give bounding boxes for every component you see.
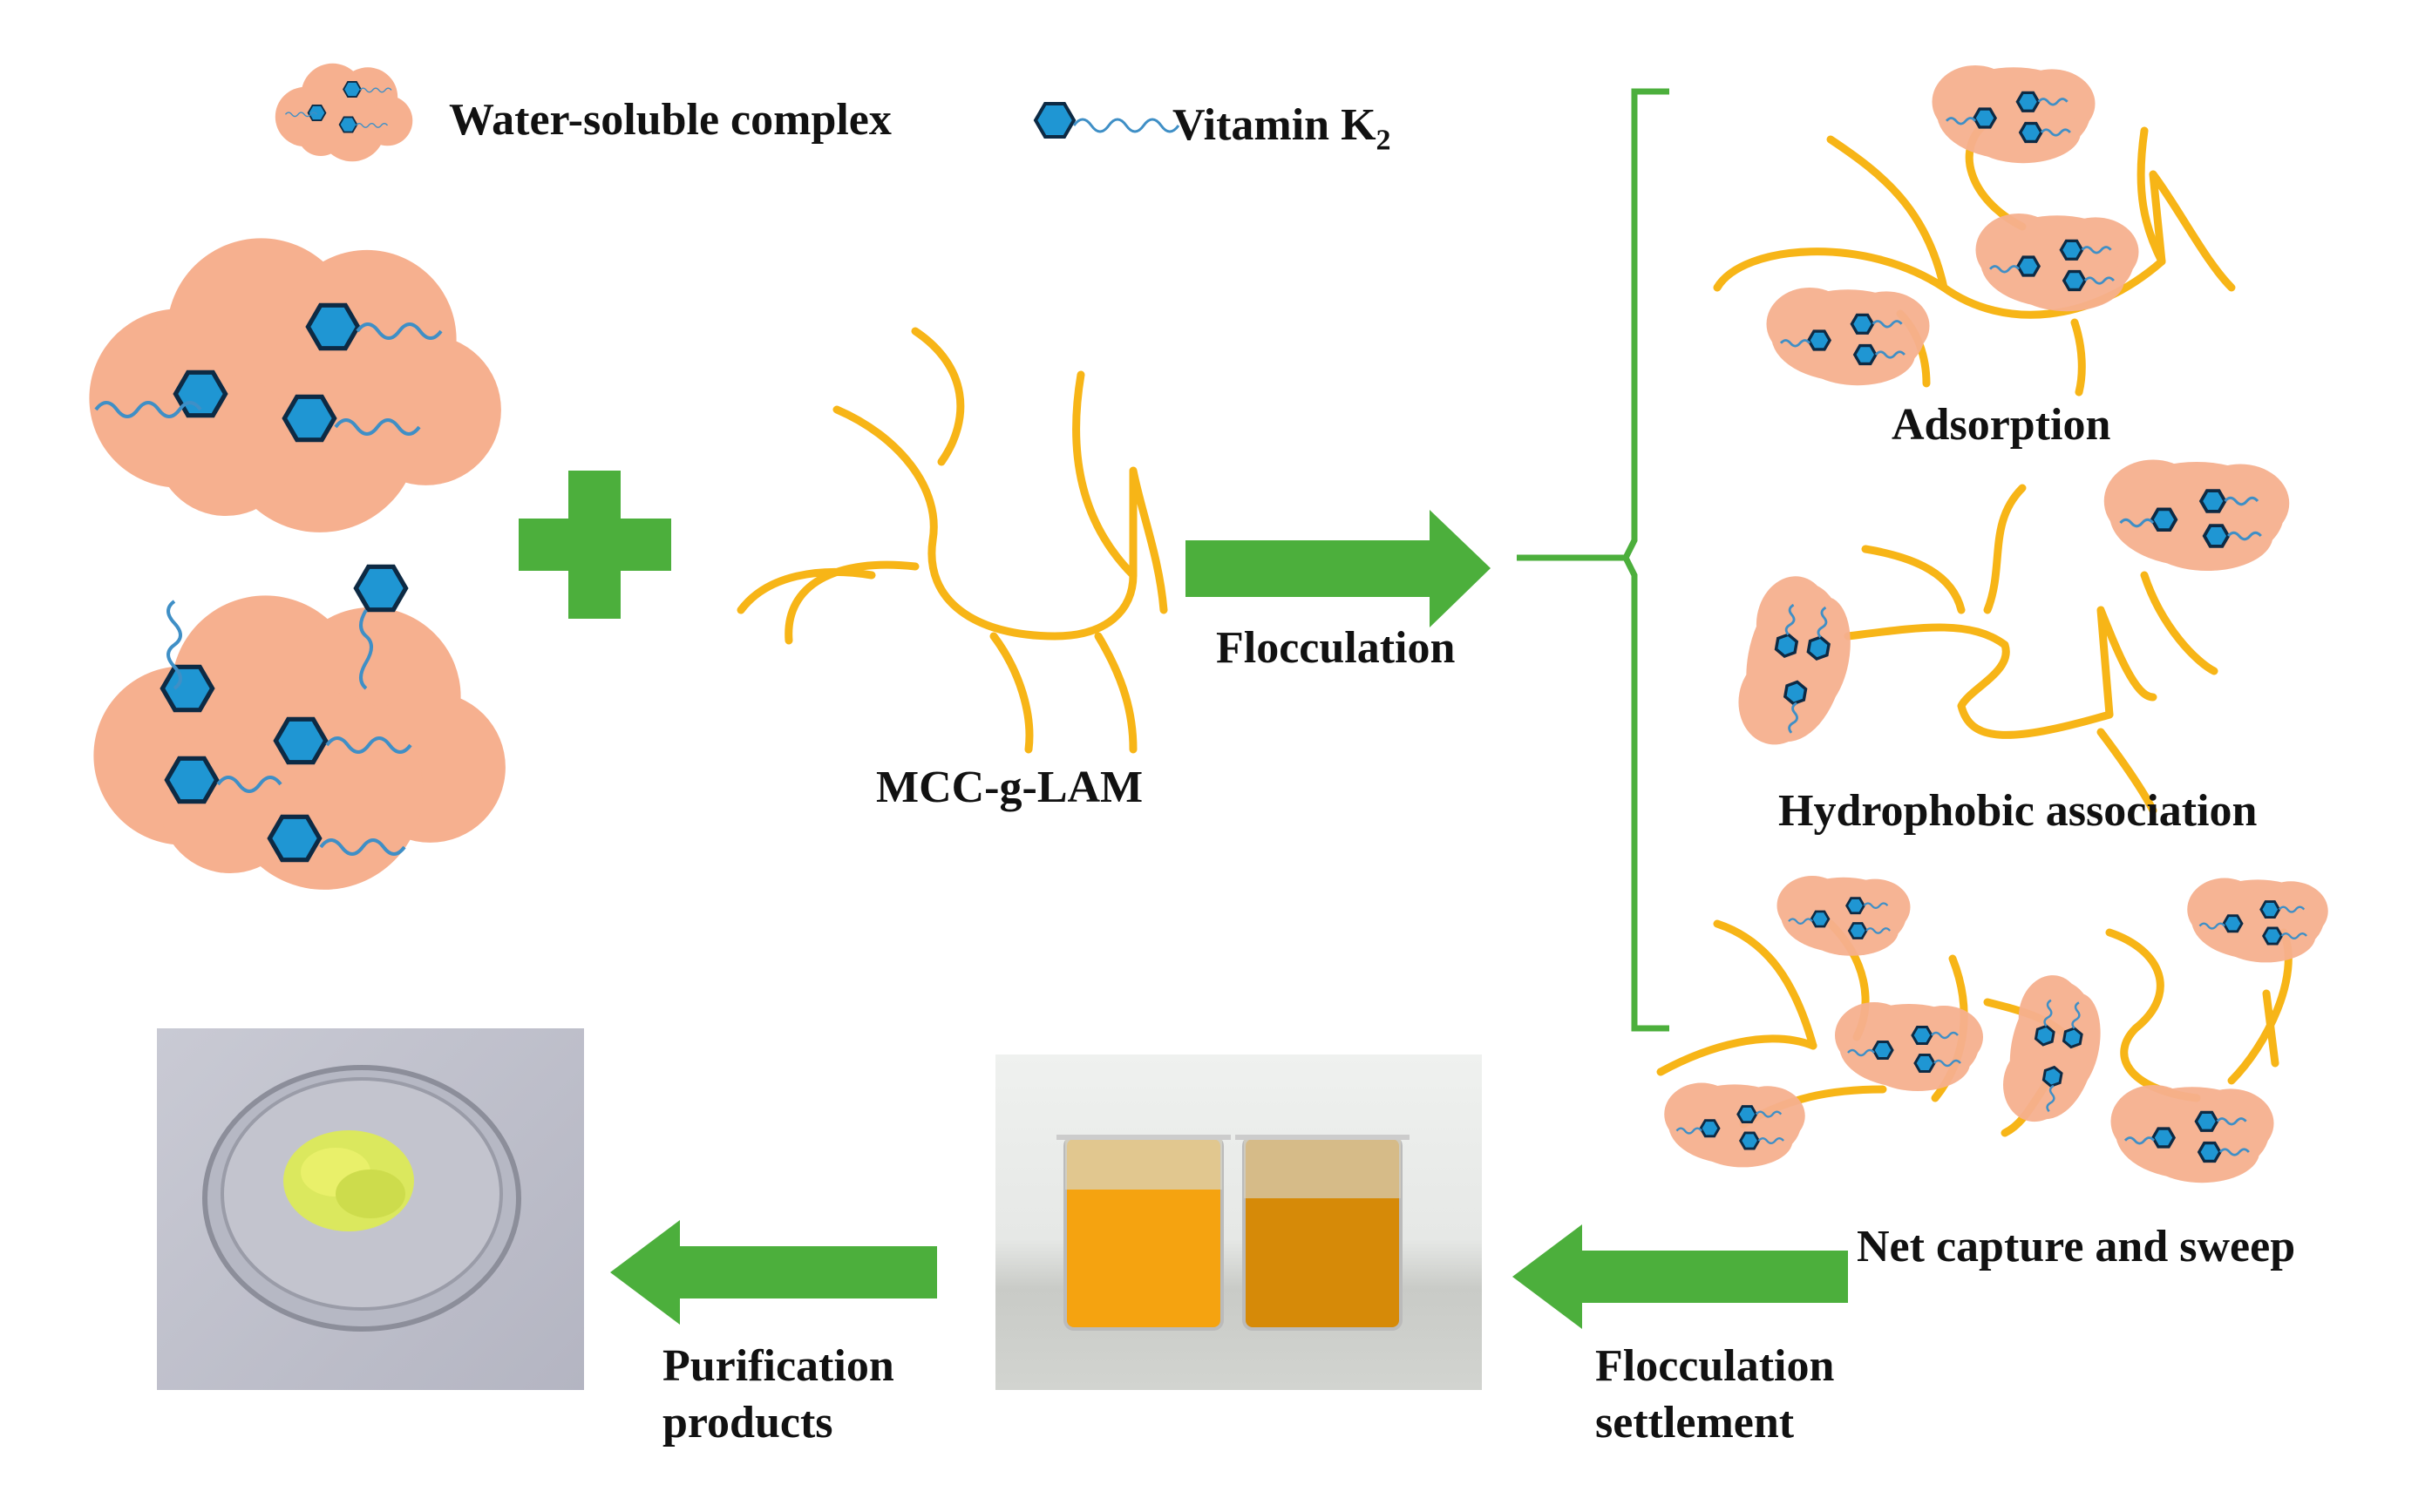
flocculant-label: MCC-g-LAM (876, 763, 1144, 812)
adsorption-cluster (1713, 65, 2236, 397)
powder-photo (157, 1028, 584, 1390)
arrow-icon-flocculation (1185, 510, 1491, 627)
settlement-label: Flocculation settlement (1595, 1338, 1834, 1451)
net-capture-cluster (1656, 876, 2328, 1183)
hydrophobic-cluster (1731, 460, 2289, 815)
curly-bracket-icon (1517, 88, 1669, 1032)
plus-icon (519, 471, 671, 619)
settlement-line2: settlement (1595, 1398, 1795, 1448)
arrow-icon-purification (610, 1220, 937, 1325)
adsorption-label: Adsorption (1892, 400, 2111, 450)
arrow-icon-settlement (1512, 1224, 1848, 1329)
purification-label: Purification products (662, 1338, 894, 1451)
beakers-photo (995, 1054, 1482, 1390)
settlement-line1: Flocculation (1595, 1341, 1835, 1391)
flocculant-structure (737, 327, 1168, 754)
vitamin-subscript: 2 (1376, 124, 1391, 157)
flocculation-label: Flocculation (1216, 623, 1456, 673)
vitamin-text: Vitamin K (1172, 100, 1376, 150)
complex-cloud-top (89, 238, 501, 532)
hydrophobic-label: Hydrophobic association (1778, 786, 2258, 836)
legend-complex-icon (275, 63, 413, 162)
legend-vitamin-icon (1034, 102, 1180, 139)
purification-line1: Purification (662, 1341, 894, 1391)
net-capture-label: Net capture and sweep (1857, 1222, 2296, 1271)
purification-line2: products (662, 1398, 833, 1448)
legend-vitamin-label: Vitamin K2 (1172, 103, 1391, 155)
vitamin-molecules-bottom (162, 566, 412, 859)
vitamin-molecules-top (94, 305, 443, 439)
legend-complex-label: Water-soluble complex (449, 95, 892, 145)
